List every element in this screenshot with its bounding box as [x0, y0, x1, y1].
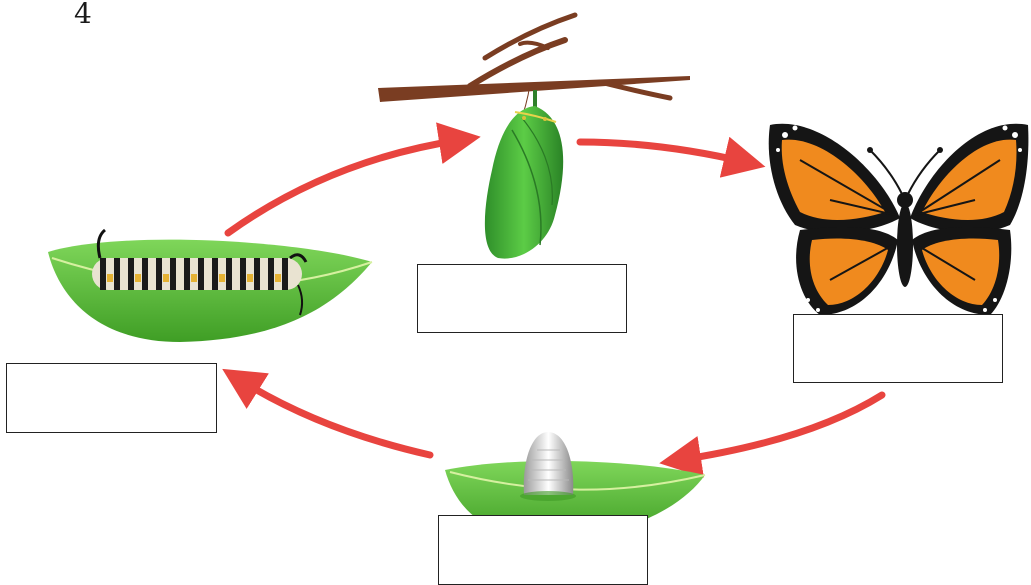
caterpillar-on-leaf-icon: [48, 230, 372, 342]
chrysalis-on-twig-icon: [378, 15, 690, 259]
arrow-egg-to-larva: [240, 380, 430, 455]
answer-box-pupa[interactable]: [417, 264, 627, 333]
answer-box-egg[interactable]: [438, 515, 648, 585]
arrow-larva-to-pupa: [228, 140, 460, 233]
answer-box-adult[interactable]: [793, 314, 1003, 383]
arrow-adult-to-egg: [680, 395, 882, 460]
answer-box-larva[interactable]: [6, 363, 217, 433]
arrow-pupa-to-adult: [580, 142, 745, 162]
monarch-butterfly-icon: [769, 123, 1029, 315]
